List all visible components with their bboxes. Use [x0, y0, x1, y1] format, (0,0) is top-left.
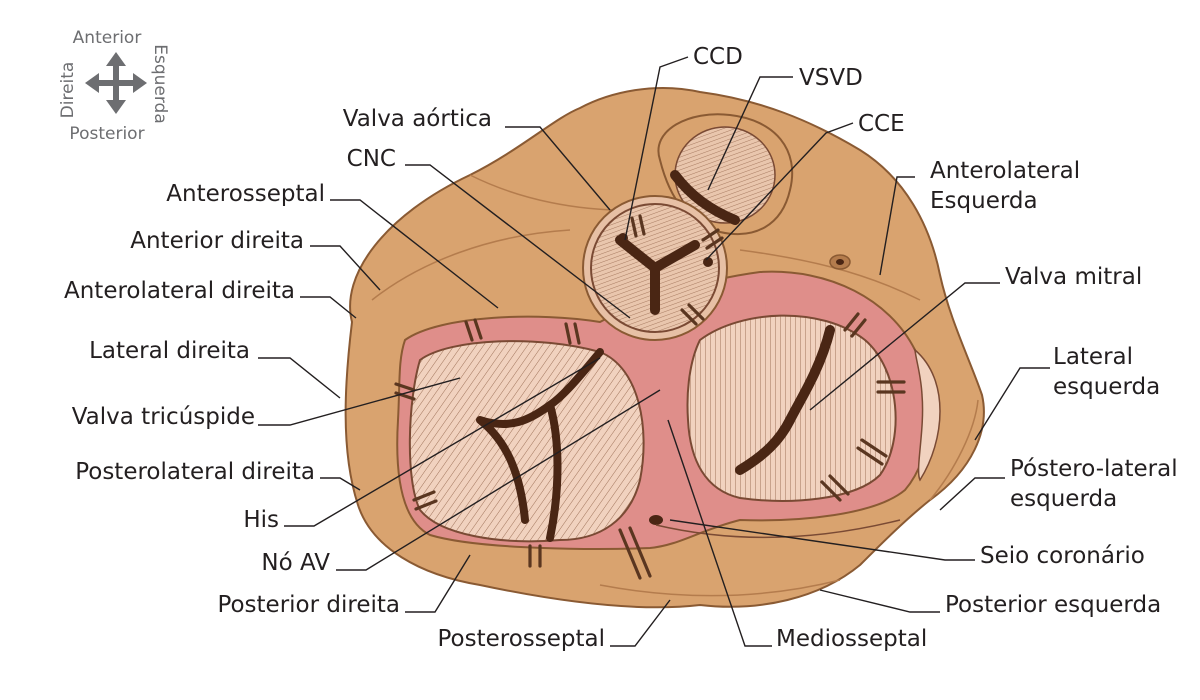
tissue-fold	[929, 399, 979, 501]
left-atrial-appendage-edge	[914, 348, 941, 482]
label-cnc: CNC	[347, 146, 396, 172]
label-postero-lateral-esquerda-line1: Póstero-lateral	[1010, 456, 1178, 482]
label-no-av: Nó AV	[261, 550, 330, 576]
tricuspid-valve	[408, 340, 645, 543]
mitral-valve	[686, 314, 897, 502]
annulus-markers	[394, 214, 906, 580]
label-postero-lateral-esquerda-line2: esquerda	[1010, 486, 1117, 512]
label-seio-coronario: Seio coronário	[980, 543, 1145, 569]
label-anterolateral-direita: Anterolateral direita	[64, 278, 295, 304]
label-mediosseptal: Mediosseptal	[776, 626, 927, 652]
orientation-compass: Anterior Posterior Direita Esquerda	[58, 28, 170, 144]
left-coronary-lumen	[836, 259, 844, 265]
label-vsvd: VSVD	[799, 65, 863, 91]
compass-posterior: Posterior	[69, 124, 144, 144]
coronary-sinus-ostium	[649, 515, 663, 525]
tissue-fold	[599, 579, 841, 597]
compass-esquerda: Esquerda	[150, 44, 170, 124]
lcc-ostium	[703, 257, 713, 267]
label-anterior-direita: Anterior direita	[130, 228, 304, 254]
mitral-orifice	[735, 325, 835, 475]
label-posterior-esquerda: Posterior esquerda	[945, 592, 1161, 618]
tissue-fold	[739, 249, 921, 301]
tricuspid-orifice	[476, 348, 604, 542]
label-valva-mitral: Valva mitral	[1005, 264, 1142, 290]
label-lateral-esquerda-line2: esquerda	[1053, 374, 1160, 400]
label-anterosseptal: Anterosseptal	[166, 181, 325, 207]
label-cce: CCE	[858, 111, 905, 137]
compass-direita: Direita	[58, 62, 78, 119]
label-posterolateral-direita: Posterolateral direita	[75, 459, 315, 485]
label-valva-aortica: Valva aórtica	[343, 106, 492, 132]
label-posterosseptal: Posterosseptal	[437, 626, 605, 652]
label-lateral-direita: Lateral direita	[89, 338, 250, 364]
label-anterolateral-esquerda-line2: Esquerda	[930, 188, 1038, 214]
label-lateral-esquerda-line1: Lateral	[1053, 344, 1133, 370]
label-anterolateral-esquerda-line1: Anterolateral	[930, 158, 1080, 184]
aortic-commissures	[615, 235, 700, 315]
leader-lines	[258, 56, 1050, 647]
compass-anterior: Anterior	[73, 28, 142, 48]
aortic-valve	[582, 195, 728, 341]
coronary-sinus	[655, 519, 901, 539]
four-way-arrow-icon	[85, 52, 147, 114]
label-his: His	[243, 507, 279, 533]
tissue-fold	[371, 229, 571, 301]
label-posterior-direita: Posterior direita	[217, 592, 400, 618]
label-ccd: CCD	[693, 44, 743, 70]
labels: CCD VSVD Valva aórtica CCE CNC Anterolat…	[64, 44, 1178, 652]
label-valva-tricuspide: Valva tricúspide	[72, 404, 255, 430]
